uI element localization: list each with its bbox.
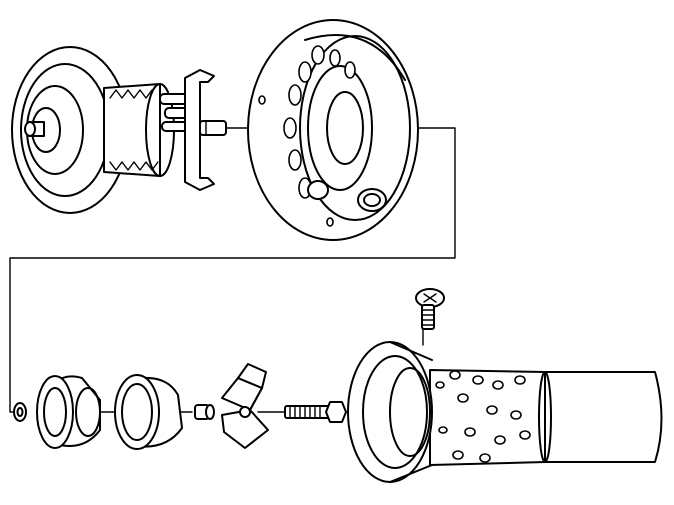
outer-bearing-cup	[114, 374, 183, 450]
swirl-vane	[194, 363, 269, 449]
small-washer	[13, 402, 27, 422]
perforated-cylinder-housing	[347, 341, 663, 483]
threaded-bolt	[284, 401, 347, 423]
end-cap-assembly	[11, 46, 227, 214]
retaining-screw	[415, 288, 445, 330]
outer-ring-housing	[247, 19, 419, 241]
inner-bearing-cup	[36, 375, 101, 449]
